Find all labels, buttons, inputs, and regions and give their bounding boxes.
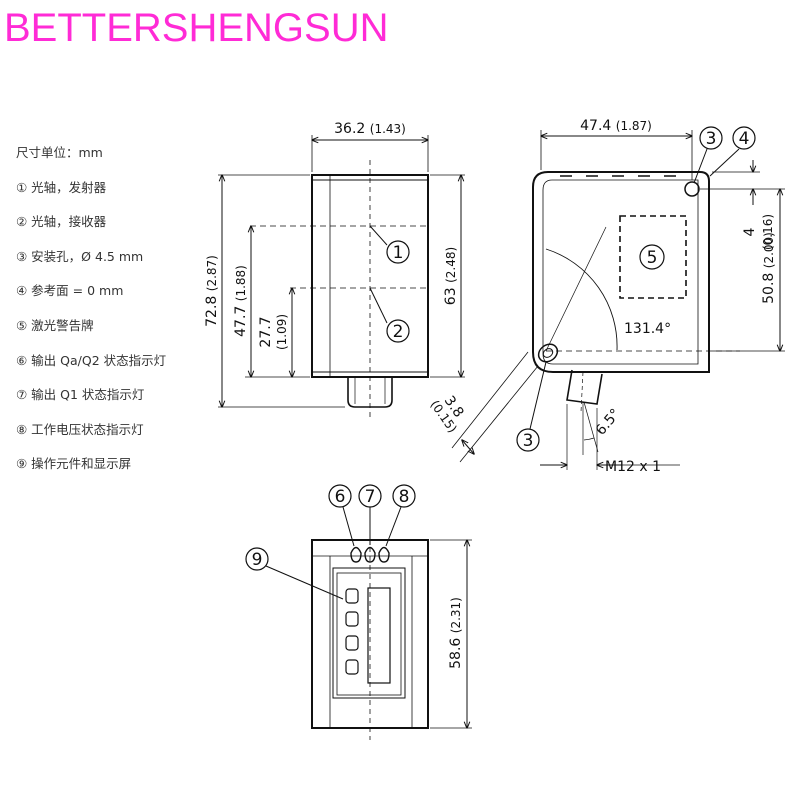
legend-item-5: ⑤ 激光警告牌 <box>16 317 94 333</box>
legend-list: 尺寸单位：mm ① 光轴，发射器 ② 光轴，接收器 ③ 安装孔，Ø 4.5 mm… <box>16 143 216 489</box>
side-connector <box>566 369 603 405</box>
callout-circle-8 <box>392 484 416 508</box>
legend-item-9: ⑨ 操作元件和显示屏 <box>16 456 132 472</box>
legend-item-4: ④ 参考面 = 0 mm <box>16 283 124 299</box>
side-depth-mm: 47.4 <box>580 118 611 134</box>
thread-label: M12 x 1 <box>605 459 661 475</box>
callout-3b-label: 3 <box>523 431 534 451</box>
axis2-height-in: (1.09) <box>275 314 289 350</box>
callout-2-label: 2 <box>393 322 404 342</box>
callout-8-label: 8 <box>399 487 410 507</box>
axis1-height-in: (1.88) <box>234 265 248 301</box>
led-output-q1 <box>364 546 376 563</box>
mounting-hole-top <box>684 181 700 197</box>
callout-circle-2 <box>386 319 410 343</box>
hole-distance-in: (2.00) <box>762 232 776 268</box>
body-height-in: (2.48) <box>444 247 458 283</box>
axis2-height-mm: 27.7 <box>258 316 274 347</box>
svg-text:72.8 (2.87): 72.8 (2.87) <box>204 255 220 327</box>
callout-circle-3 <box>699 126 723 150</box>
leader-4 <box>709 148 740 177</box>
legend-item-8: ⑧ 工作电压状态指示灯 <box>16 421 144 437</box>
front-height-mm: 72.8 <box>204 296 220 327</box>
callout-5-label: 5 <box>647 248 658 268</box>
legend-item-3: ③ 安装孔，Ø 4.5 mm <box>16 248 144 264</box>
angle-label: 131.4° <box>624 321 671 337</box>
hole-distance-mm: 50.8 <box>761 273 777 304</box>
callout-circle-5 <box>639 244 665 270</box>
callout-circle-4 <box>732 126 756 150</box>
leader-8 <box>385 506 402 547</box>
callout-6-label: 6 <box>335 487 346 507</box>
callout-4-label: 4 <box>739 129 750 149</box>
brand-title: BETTERSHENGSUN <box>4 6 389 50</box>
front-connector <box>347 377 393 408</box>
tilt-angle-label: 6.5° <box>593 406 624 439</box>
callout-3-label: 3 <box>706 129 717 149</box>
leader-3 <box>693 148 708 184</box>
callout-1-label: 1 <box>393 243 404 263</box>
callout-circle-9 <box>245 547 269 571</box>
front-height-in: (2.87) <box>205 255 219 291</box>
leader-3b <box>529 361 547 430</box>
svg-text:47.7 (1.88): 47.7 (1.88) <box>233 265 249 337</box>
laser-warning-label <box>619 215 687 299</box>
axis1-height-mm: 47.7 <box>233 306 249 337</box>
front-width-mm: 36.2 <box>334 121 365 137</box>
top-view <box>245 484 472 740</box>
callout-9-label: 9 <box>252 550 263 570</box>
svg-text:58.6 (2.31): 58.6 (2.31) <box>448 597 464 669</box>
legend-item-6: ⑥ 输出 Qa/Q2 状态指示灯 <box>16 352 167 368</box>
led-output-qa <box>350 546 362 563</box>
front-view <box>218 135 465 420</box>
side-view <box>451 126 785 470</box>
svg-text:63 (2.48): 63 (2.48) <box>443 247 459 305</box>
button-3 <box>345 635 359 651</box>
display-screen <box>367 587 391 684</box>
leader-9 <box>265 565 344 600</box>
ref-offset-in: (0.16) <box>761 214 775 250</box>
top-height-in: (2.31) <box>449 597 463 633</box>
front-view-text: 36.2 (1.43) 72.8 (2.87) 47.7 (1.88) 27.7… <box>204 121 459 350</box>
legend-units: 尺寸单位：mm <box>16 145 103 160</box>
body-height-mm: 63 <box>443 287 459 305</box>
leader-2 <box>369 287 388 324</box>
side-depth-in: (1.87) <box>616 119 652 133</box>
callout-circle-1 <box>386 240 410 264</box>
top-height-mm: 58.6 <box>448 638 464 669</box>
display-panel <box>332 567 406 699</box>
mounting-hole-bottom <box>537 343 559 363</box>
angle-arc <box>545 248 618 351</box>
legend-item-2: ② 光轴，接收器 <box>16 214 107 230</box>
side-body-outline <box>532 171 710 373</box>
legend-item-7: ⑦ 输出 Q1 状态指示灯 <box>16 387 145 403</box>
led-power <box>378 546 390 563</box>
top-view-text: 58.6 (2.31) 6 7 8 9 <box>252 487 464 669</box>
leader-1 <box>369 225 388 246</box>
callout-circle-3b <box>516 428 540 452</box>
front-width-in: (1.43) <box>370 122 406 136</box>
button-1 <box>345 588 359 604</box>
legend-item-1: ① 光轴，发射器 <box>16 179 107 195</box>
leader-6 <box>342 506 355 547</box>
svg-text:50.8 (2.00): 50.8 (2.00) <box>761 232 777 304</box>
svg-text:36.2 (1.43): 36.2 (1.43) <box>334 121 406 137</box>
ref-offset-mm: 4 <box>742 227 758 236</box>
button-2 <box>345 611 359 627</box>
svg-text:47.4 (1.87): 47.4 (1.87) <box>580 118 652 134</box>
callout-circle-6 <box>328 484 352 508</box>
dim-hole-offset <box>462 440 474 454</box>
callout-7-label: 7 <box>365 487 376 507</box>
button-4 <box>345 659 359 675</box>
